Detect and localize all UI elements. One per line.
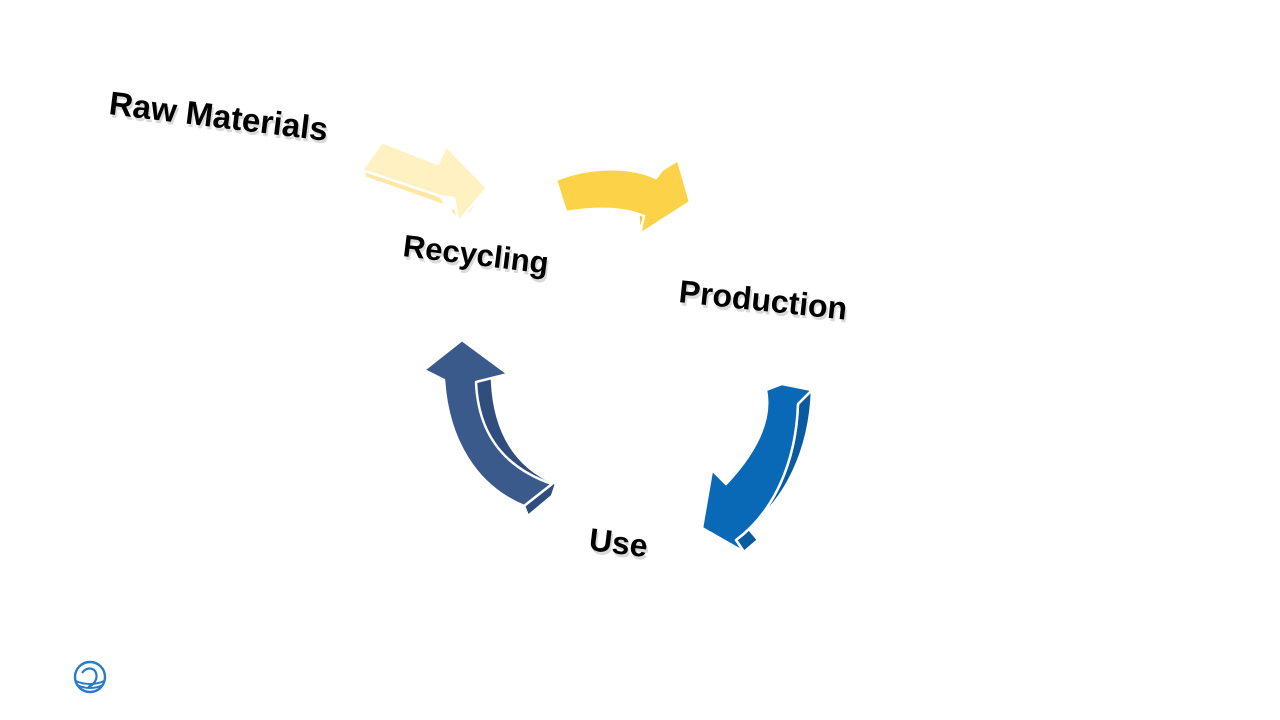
arrow-production-to-use <box>700 382 814 554</box>
nordic-swan-logo-icon <box>73 660 107 694</box>
stage-raw-materials: Raw Materials Raw Materials <box>107 84 332 151</box>
logo-wave-1 <box>75 680 105 685</box>
arrow-raw-to-recycling <box>360 140 489 224</box>
arrow-raw-to-recycling-body <box>360 140 489 224</box>
arrow-recycling-to-production-body <box>554 158 692 236</box>
arrow-recycling-to-production <box>554 158 692 236</box>
logo-ring <box>73 660 107 694</box>
arrow-production-to-use-body <box>700 382 814 554</box>
stage-use-shadow: Use <box>589 524 652 567</box>
logo-wave-2 <box>76 684 104 689</box>
stage-production: Production Production <box>677 273 850 330</box>
stage-raw-materials-label: Raw Materials <box>107 84 330 148</box>
arrow-use-to-recycling <box>422 338 558 518</box>
stage-use: Use Use <box>587 521 652 567</box>
arrow-use-to-recycling-body <box>422 338 554 508</box>
stage-recycling: Recycling Recycling <box>401 228 552 284</box>
arrow-raw-to-recycling-side <box>360 168 489 224</box>
stage-use-label: Use <box>587 521 650 564</box>
